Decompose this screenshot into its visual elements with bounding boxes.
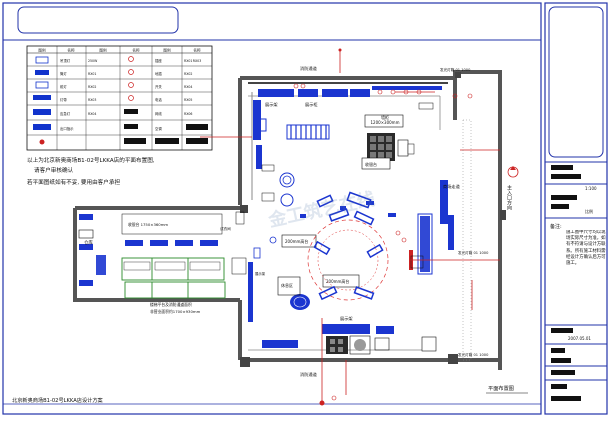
- storage-label: 仓库: [84, 239, 93, 246]
- legend-header: 名称: [193, 48, 201, 53]
- center-table-label-2: 200mm高台: [326, 278, 349, 284]
- light-strip-icon: [33, 95, 51, 100]
- ac-icon: [124, 124, 138, 129]
- legend-block: [186, 124, 208, 130]
- top-corridor-label: 消防通道: [300, 65, 318, 72]
- drawing-border: [2, 2, 542, 415]
- floor-plan: 展示柜 展示架 墙柜 1200×300mm: [73, 48, 519, 406]
- wall-label-a: 展示架: [255, 271, 266, 276]
- legend-header: 名称: [67, 48, 75, 53]
- mall-corridor-label: 商场走道: [443, 183, 461, 190]
- note-line-1: 以上为北京新奥商场B1-02号LKKA店的平面布置图,: [27, 156, 155, 164]
- legend-cell: 地插: [155, 71, 162, 76]
- lounge-label: 休息区: [281, 282, 293, 288]
- legend-cell: 插座: [155, 58, 162, 63]
- legend-cell: 电话: [155, 97, 162, 102]
- date-text: 2007.05.01: [568, 336, 591, 341]
- note-line-3: 若平面图纸如有不妥, 要用由客户承担: [27, 178, 120, 186]
- legend-cell: RX04: [184, 85, 192, 89]
- legend-header: 名称: [132, 48, 140, 53]
- legend-cell: RX03: [193, 59, 201, 63]
- legend-cell: 出口指示: [60, 126, 74, 131]
- legend-cell: RX02: [184, 72, 192, 76]
- note-line-2: 请客户审核确认: [34, 166, 74, 174]
- legend-header: 图例: [163, 48, 171, 53]
- floor-socket-icon: [128, 69, 134, 75]
- legend-cell: RX06: [184, 112, 192, 116]
- title-tab: [17, 6, 179, 34]
- watermark: 金工筑艺在线: [266, 188, 377, 232]
- downlight-icon: [35, 70, 49, 75]
- left-table-label: 收银台 1750×360mm: [128, 222, 168, 227]
- legend-cell: 网线: [155, 111, 162, 116]
- center-table-label-1: 200mm高台: [285, 238, 308, 244]
- legend-cell: 开关: [155, 84, 162, 89]
- legend-cell: RX03: [88, 98, 96, 102]
- entrance-arrow-icon: [507, 166, 519, 178]
- fitting-room: [326, 335, 371, 355]
- title-block: 1:100 比例 备注: 施工图中尺寸均以现场实际尺寸为准，如有不符请与设计方联…: [544, 2, 608, 415]
- legend-cell: 空调: [155, 126, 162, 131]
- legend-cell: 250W: [88, 59, 98, 63]
- footer-plan-name: 平面布置图: [488, 384, 514, 392]
- legend-cell: 筒灯: [60, 71, 67, 76]
- legend-block: [155, 138, 179, 144]
- scale-text: 1:100: [585, 186, 597, 191]
- legend-cell: RX02: [88, 85, 96, 89]
- legend-header: 图例: [38, 48, 46, 53]
- legend-cell: RX01: [88, 72, 96, 76]
- smoke-icon: [39, 139, 45, 145]
- ratio-text: 比例: [585, 208, 593, 214]
- exit-sign-icon: [33, 124, 51, 130]
- legend-table: 图例 名称 图例 名称 图例 名称 吊顶灯 筒灯 射灯 灯带 应急灯 出口指示 …: [26, 45, 213, 151]
- counter-label: 收银台: [365, 161, 377, 167]
- legend-cell: RX01: [184, 59, 192, 63]
- notes-body: 施工图中尺寸均以现场实际尺寸为准，如有不符请与设计方联系。所有施工材料需经设计方…: [566, 230, 606, 267]
- spotlight-icon: [35, 81, 49, 89]
- stair-note-1: 楼梯平台及消防通道面积: [150, 302, 192, 307]
- ceiling-light-icon: [35, 56, 49, 64]
- legend-cell: 应急灯: [60, 111, 71, 116]
- hanging-rack: [286, 124, 330, 140]
- footer-title: 北京新奥商场B1-02号LKKA店设计方案: [12, 396, 104, 404]
- emergency-light-icon: [33, 109, 51, 115]
- wall-cabinet-label: 墙柜 1200×300mm: [370, 115, 400, 125]
- bottom-corridor-label: 消防通道: [300, 371, 318, 378]
- legend-block: [124, 138, 146, 144]
- legend-cell: 射灯: [60, 84, 67, 89]
- phone-icon: [128, 95, 134, 101]
- switch-icon: [128, 82, 134, 88]
- legend-cell: RX04: [88, 112, 96, 116]
- fitting-room-label: 试衣间: [220, 226, 231, 231]
- notes-title: 备注:: [550, 223, 562, 230]
- entrance-label: 主入口方向: [506, 185, 512, 210]
- stair-note-2: 非营业面积约1700×930mm: [150, 309, 201, 314]
- legend-cell: RX05: [184, 98, 192, 102]
- socket-icon: [128, 56, 134, 62]
- legend-cell: 灯带: [60, 97, 67, 102]
- legend-block: [186, 138, 208, 144]
- dim-bot: 发光灯箱 01 1000: [458, 352, 489, 357]
- dim-mid: 发光灯箱 01 1000: [458, 250, 489, 255]
- display-cabinet-label-3: 展示架: [340, 316, 353, 322]
- display-cabinet-label-2: 展示架: [265, 102, 278, 108]
- cash-counter: [367, 133, 395, 161]
- network-icon: [124, 109, 138, 114]
- dim-top: 发光灯箱 01 1000: [440, 67, 471, 72]
- legend-header: 图例: [99, 48, 107, 53]
- display-cabinet-label: 展示柜: [305, 101, 318, 108]
- legend-cell: 吊顶灯: [60, 58, 71, 63]
